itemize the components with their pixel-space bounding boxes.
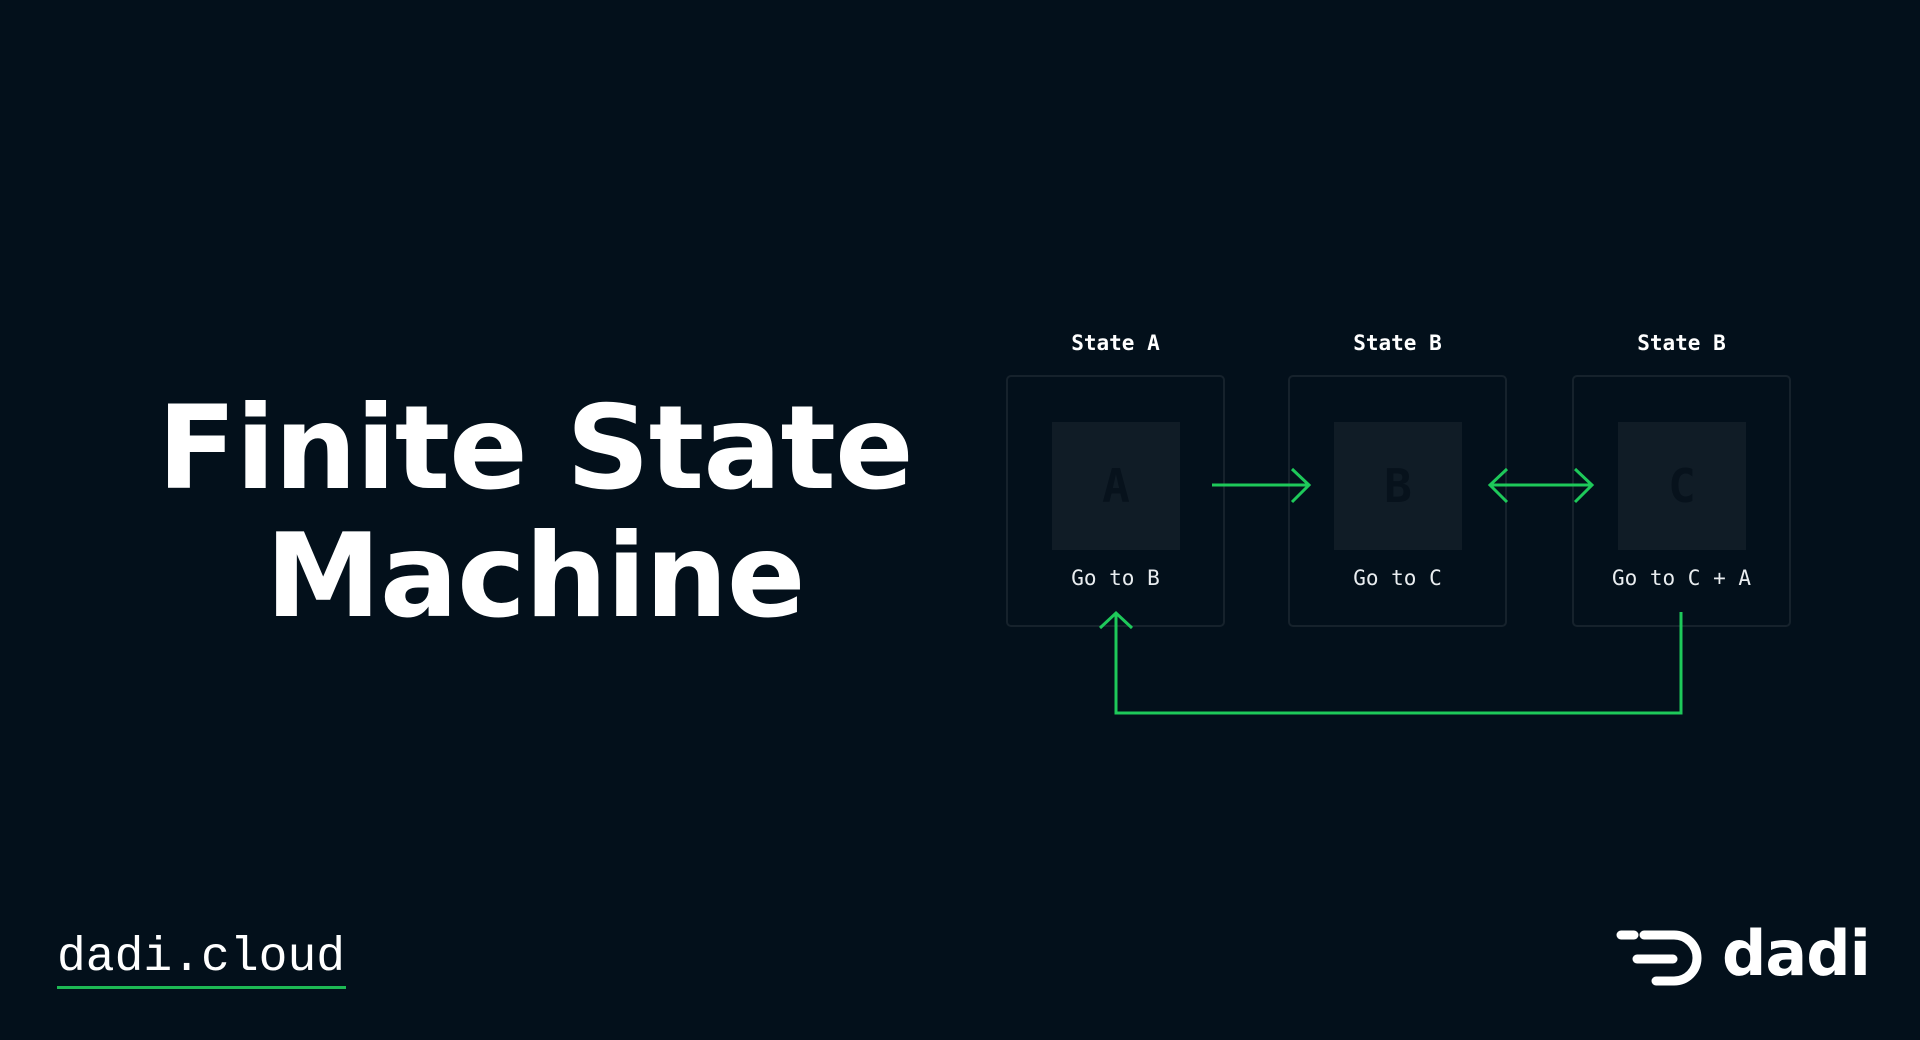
state-a-action: Go to B [1071,566,1160,590]
state-c-box: C Go to C + A [1572,375,1791,627]
state-c-node: C [1618,422,1746,550]
state-c-action: Go to C + A [1611,566,1752,590]
state-a-title: State A [1071,331,1160,355]
site-link-underline [57,986,346,989]
state-b-title: State B [1353,331,1442,355]
dadi-logo: dadi [1610,919,1871,990]
state-a-node: A [1052,422,1180,550]
page-title: Finite State Machine [135,385,935,641]
arrow-c-to-a-loop-icon [1098,610,1683,715]
logo-wordmark: dadi [1722,917,1871,990]
title-line-2: Machine [265,509,805,644]
state-b-action: Go to C [1353,566,1442,590]
state-a-box: A Go to B [1006,375,1225,627]
title-line-1: Finite State [157,381,913,516]
site-link[interactable]: dadi.cloud [57,931,346,985]
state-c-title: State B [1637,331,1726,355]
state-b-node: B [1334,422,1462,550]
dadi-d-logo-icon [1616,930,1702,986]
state-b-box: B Go to C [1288,375,1507,627]
